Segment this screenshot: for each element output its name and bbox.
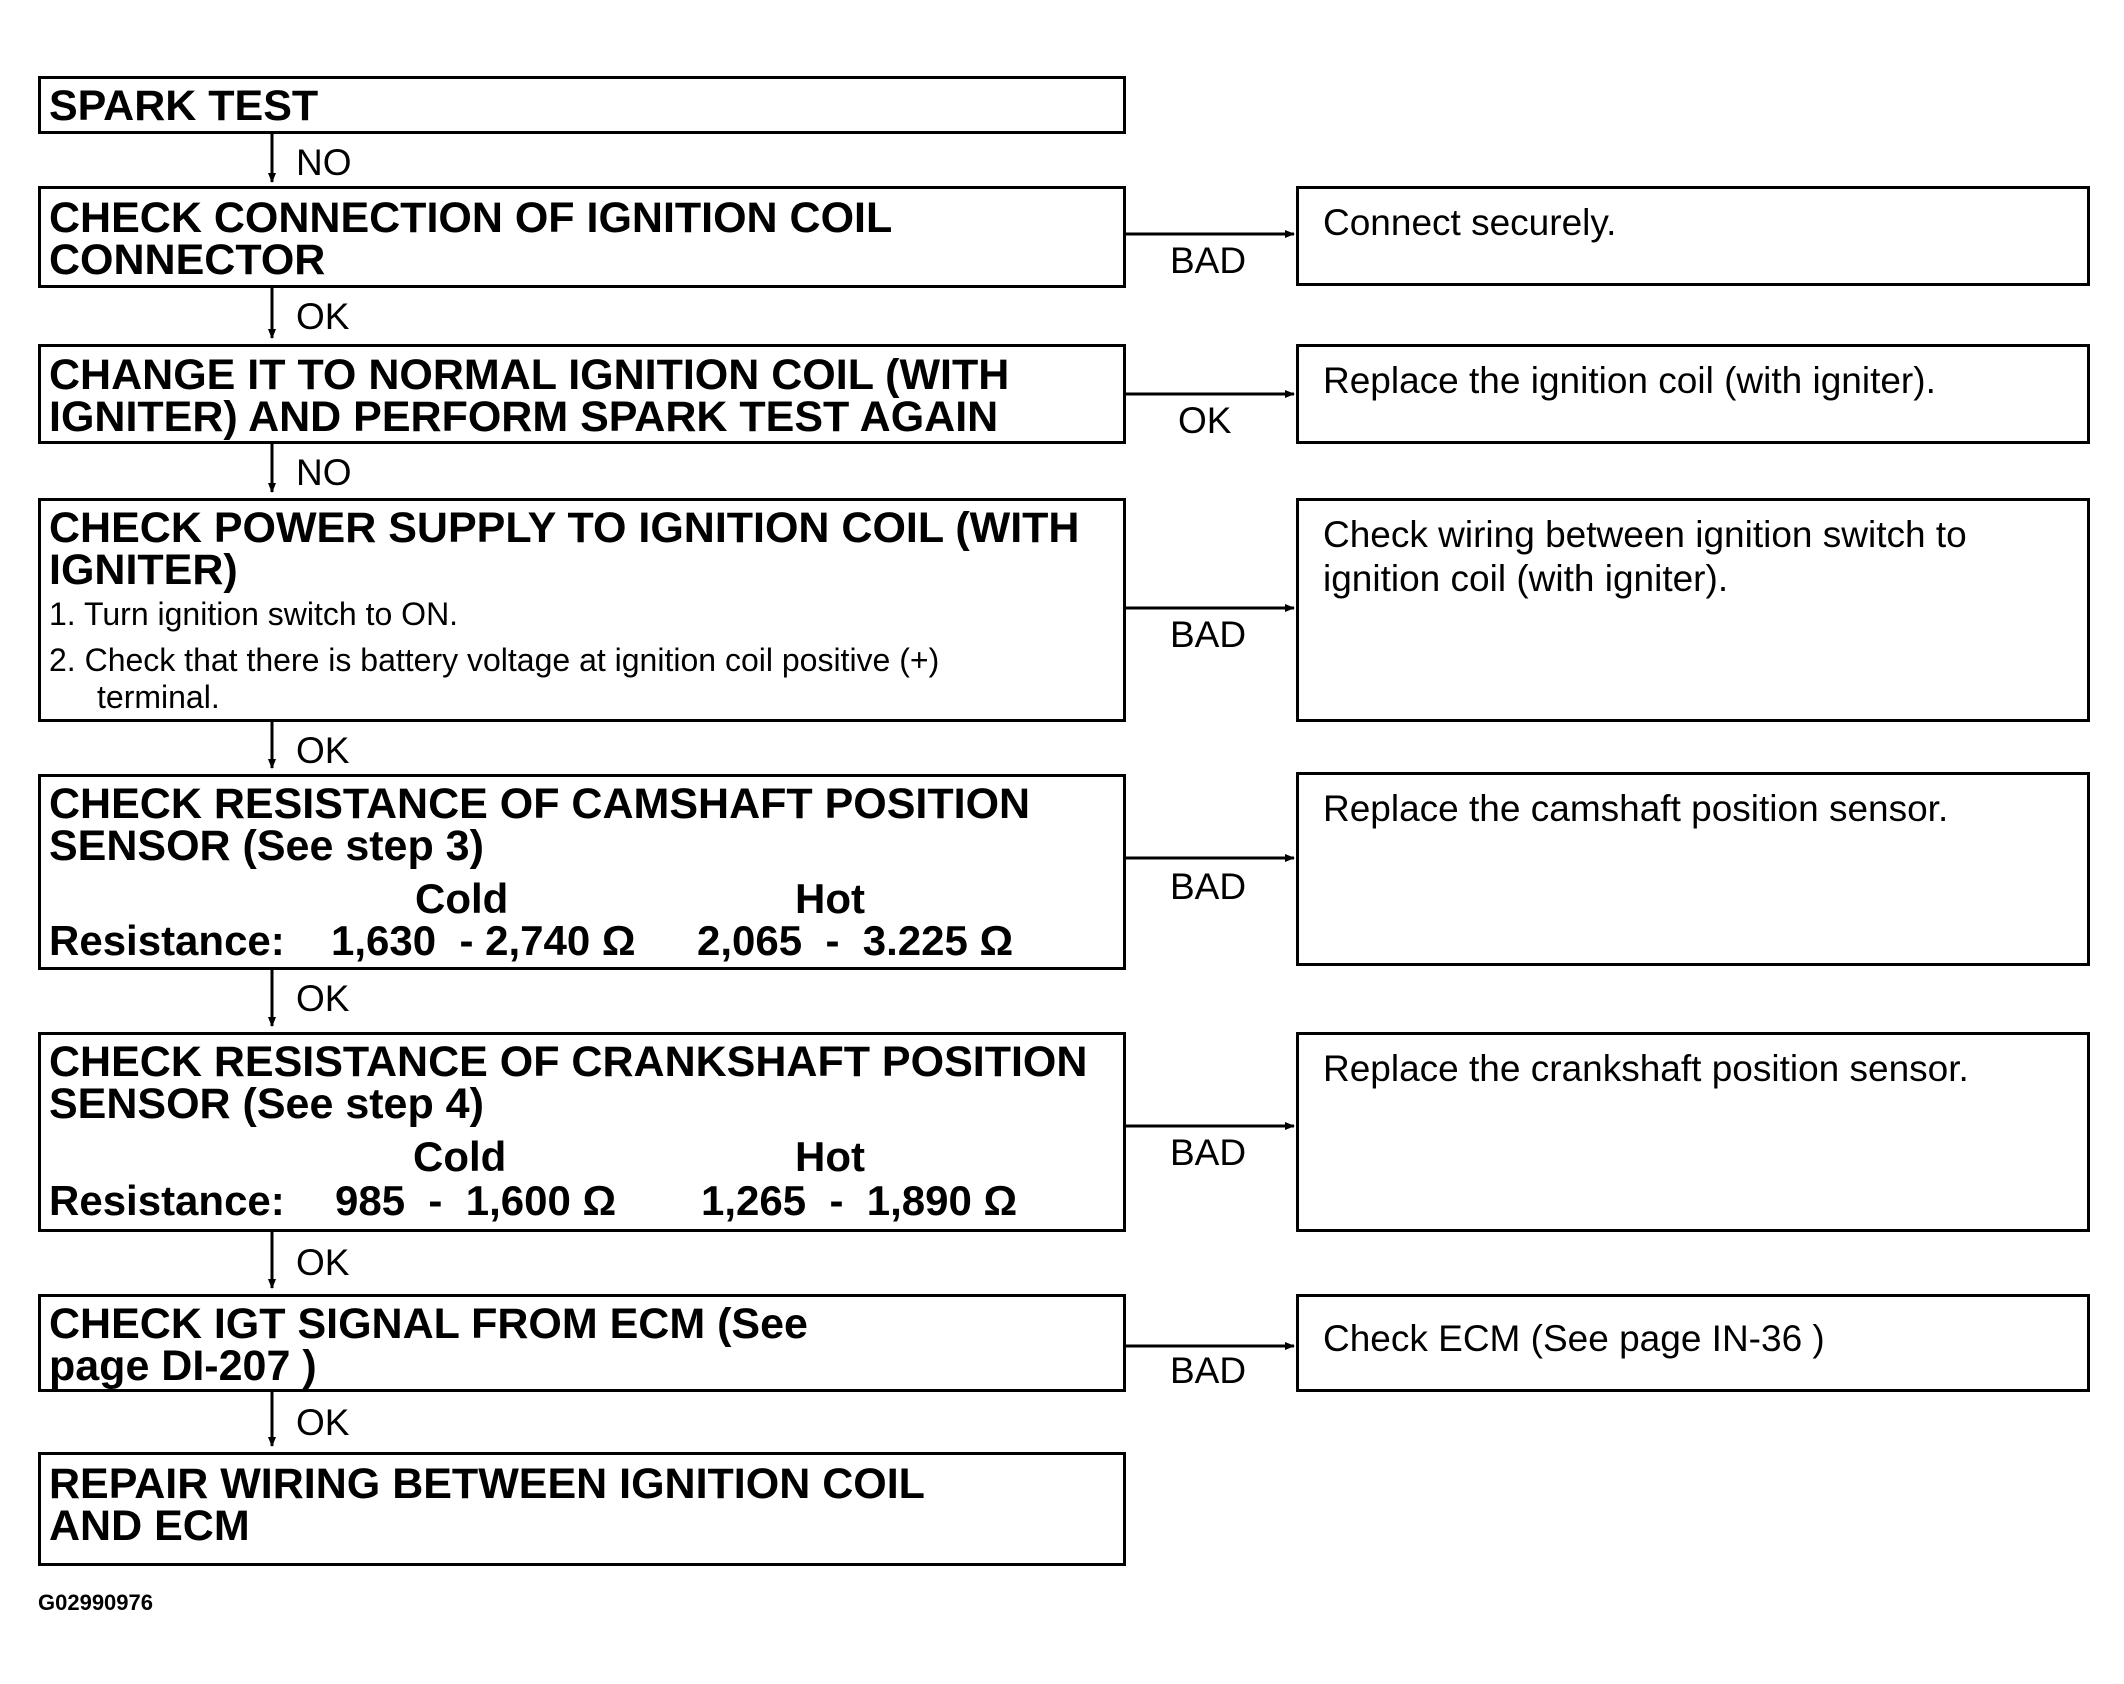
step-title: CHECK RESISTANCE OF CAMSHAFT POSITION SE…: [49, 780, 1031, 870]
action-replace-camshaft-sensor: Replace the camshaft position sensor.: [1296, 772, 2090, 966]
side-label: BAD: [1170, 1132, 1247, 1173]
step-title: CHANGE IT TO NORMAL IGNITION COIL (WITH …: [49, 351, 1010, 441]
figure-id: G02990976: [38, 1590, 153, 1615]
instruction-item: 1. Turn ignition switch to ON.: [49, 596, 459, 632]
step-check-igt-signal: CHECK IGT SIGNAL FROM ECM (See page DI-2…: [38, 1294, 1126, 1392]
step-title: CHECK CONNECTION OF IGNITION COIL CONNEC…: [49, 194, 892, 284]
action-text: Replace the crankshaft position sensor.: [1323, 1048, 1969, 1089]
resistance-label: Resistance:: [49, 917, 285, 964]
step-title: SPARK TEST: [49, 82, 319, 130]
step-camshaft-sensor: CHECK RESISTANCE OF CAMSHAFT POSITION SE…: [38, 774, 1126, 970]
down-label: NO: [296, 142, 352, 183]
action-text: Replace the ignition coil (with igniter)…: [1323, 360, 1936, 401]
step-repair-wiring: REPAIR WIRING BETWEEN IGNITION COIL AND …: [38, 1452, 1126, 1566]
action-text: Replace the camshaft position sensor.: [1323, 788, 1949, 829]
instruction-item: terminal.: [97, 679, 220, 715]
down-label: OK: [296, 978, 350, 1019]
col-header-hot: Hot: [795, 875, 865, 922]
side-label: BAD: [1170, 240, 1247, 281]
action-text: Connect securely.: [1323, 202, 1617, 243]
down-label: OK: [296, 730, 350, 771]
col-header-hot: Hot: [795, 1133, 865, 1180]
hot-value: 1,265 - 1,890 Ω: [701, 1177, 1018, 1224]
step-check-connection: CHECK CONNECTION OF IGNITION COIL CONNEC…: [38, 186, 1126, 288]
side-label: OK: [1178, 400, 1232, 441]
step-check-power-supply: CHECK POWER SUPPLY TO IGNITION COIL (WIT…: [38, 498, 1126, 722]
step-crankshaft-sensor: CHECK RESISTANCE OF CRANKSHAFT POSITION …: [38, 1032, 1126, 1232]
step-spark-test: SPARK TEST: [38, 76, 1126, 134]
action-text: Check ECM (See page IN-36 ): [1323, 1318, 1825, 1359]
down-label: OK: [296, 1402, 350, 1443]
col-header-cold: Cold: [415, 875, 509, 922]
side-label: BAD: [1170, 1350, 1247, 1391]
col-header-cold: Cold: [413, 1133, 507, 1180]
action-check-wiring: Check wiring between ignition switch to …: [1296, 498, 2090, 722]
down-label: OK: [296, 1242, 350, 1283]
cold-value: 1,630 - 2,740 Ω: [331, 917, 636, 964]
down-label: OK: [296, 296, 350, 337]
down-label: NO: [296, 452, 352, 493]
action-text: Check wiring between ignition switch to …: [1323, 514, 1967, 599]
instruction-item: 2. Check that there is battery voltage a…: [49, 642, 940, 678]
cold-value: 985 - 1,600 Ω: [335, 1177, 617, 1224]
action-replace-crankshaft-sensor: Replace the crankshaft position sensor.: [1296, 1032, 2090, 1232]
side-label: BAD: [1170, 866, 1247, 907]
action-check-ecm: Check ECM (See page IN-36 ): [1296, 1294, 2090, 1392]
step-title: CHECK IGT SIGNAL FROM ECM (See page DI-2…: [49, 1300, 808, 1390]
step-title: REPAIR WIRING BETWEEN IGNITION COIL AND …: [49, 1460, 925, 1550]
side-label: BAD: [1170, 614, 1247, 655]
action-connect-securely: Connect securely.: [1296, 186, 2090, 286]
step-title: CHECK POWER SUPPLY TO IGNITION COIL (WIT…: [49, 504, 1080, 594]
resistance-label: Resistance:: [49, 1177, 285, 1224]
action-replace-ignition-coil: Replace the ignition coil (with igniter)…: [1296, 344, 2090, 444]
hot-value: 2,065 - 3.225 Ω: [697, 917, 1014, 964]
step-title: CHECK RESISTANCE OF CRANKSHAFT POSITION …: [49, 1038, 1088, 1128]
step-change-coil: CHANGE IT TO NORMAL IGNITION COIL (WITH …: [38, 344, 1126, 444]
